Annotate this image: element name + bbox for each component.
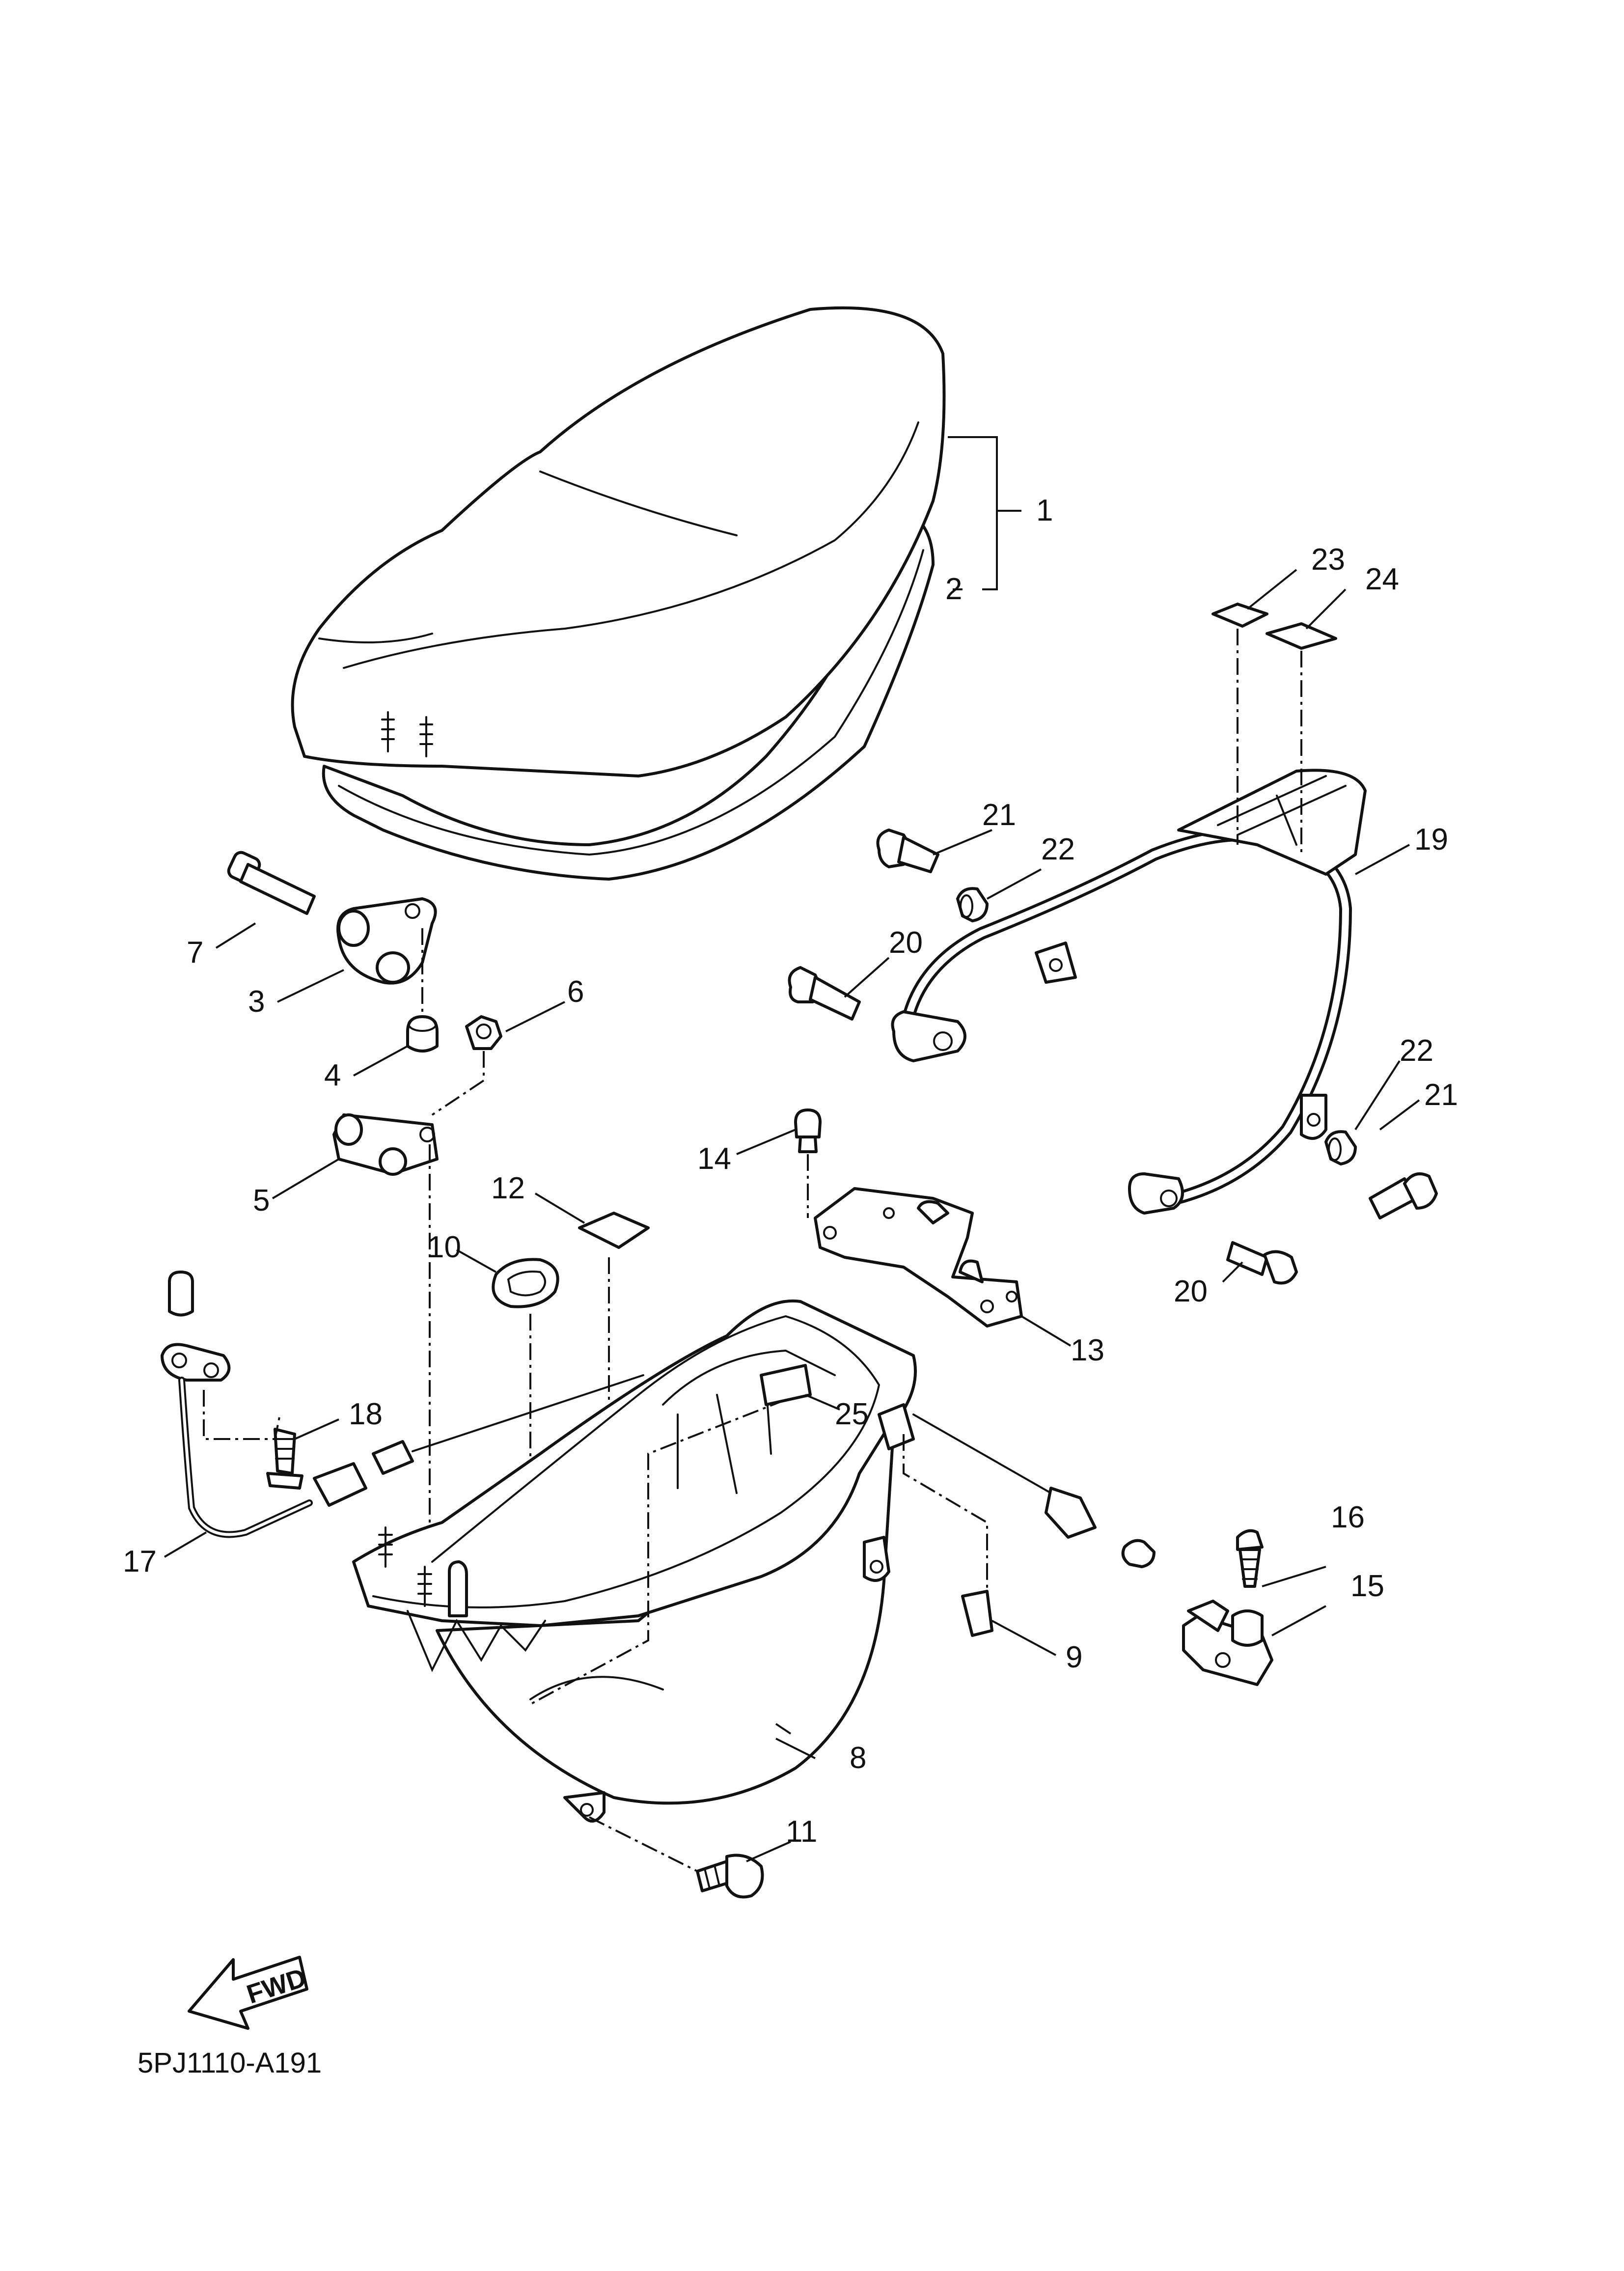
seat-studs <box>381 711 433 757</box>
callout-10: 10 <box>427 1230 461 1264</box>
callout-6: 6 <box>567 975 584 1009</box>
callout-11: 11 <box>786 1815 817 1849</box>
callout-19: 19 <box>1414 823 1448 857</box>
callout-16: 16 <box>1331 1500 1365 1534</box>
callout-1: 1 <box>1036 494 1053 527</box>
carrier-tab-rear <box>1300 1094 1327 1140</box>
carrier-rear-mount <box>1128 1172 1184 1215</box>
screw-18 <box>266 1428 303 1490</box>
callout-3: 3 <box>248 985 265 1019</box>
callout-14: 14 <box>697 1142 731 1176</box>
dash-bolt-11 <box>589 1816 698 1872</box>
collar-22-lower <box>1324 1130 1357 1165</box>
seat-hinge-3 <box>336 897 437 985</box>
bolt-21-lower <box>1369 1172 1438 1219</box>
hinge-bolt-7 <box>227 851 316 915</box>
callout-17: 17 <box>123 1545 157 1579</box>
callout-9: 9 <box>1066 1640 1082 1674</box>
damper-12 <box>578 1212 650 1249</box>
callout-23: 23 <box>1311 543 1345 577</box>
pad-23 <box>1211 603 1268 628</box>
carrier-front-mount <box>891 1010 966 1062</box>
dash-nut-6 <box>431 1051 485 1116</box>
seat-base <box>322 514 935 881</box>
cable-end-cap <box>168 1271 194 1317</box>
callout-2: 2 <box>945 572 962 606</box>
collar-22-upper <box>956 887 989 922</box>
callout-18: 18 <box>349 1397 383 1431</box>
clip-9 <box>961 1590 993 1637</box>
callout-5: 5 <box>253 1184 270 1218</box>
callout-13: 13 <box>1071 1333 1104 1367</box>
callout-25: 25 <box>835 1397 869 1431</box>
carrier-rack <box>1177 769 1367 876</box>
seat-seam-side <box>343 421 919 669</box>
callout-24: 24 <box>1365 562 1399 596</box>
callout-20-lower: 20 <box>1174 1274 1208 1308</box>
bolt-20-lower <box>1226 1241 1298 1285</box>
callout-12: 12 <box>491 1171 525 1205</box>
bolt-14 <box>794 1108 822 1153</box>
seat-assembly <box>291 306 946 881</box>
seat-cushion <box>291 306 946 777</box>
lock-cable-17 <box>161 1271 644 1538</box>
pad-24 <box>1266 622 1337 650</box>
box-side-lug <box>878 1403 915 1450</box>
box-floor <box>662 1349 836 1406</box>
callout-bracket-1-2 <box>948 436 1021 590</box>
grommet-10 <box>492 1258 559 1308</box>
nut-6 <box>465 1015 502 1050</box>
seat-lock-15 <box>1182 1600 1273 1686</box>
drawing-code: 5PJ1110-A191 <box>138 2047 322 2079</box>
seat-seam-rear <box>318 633 433 643</box>
callout-8: 8 <box>850 1741 866 1775</box>
callout-21-upper: 21 <box>982 798 1016 832</box>
bolt-21-upper <box>876 829 939 873</box>
box-inner-lip <box>372 1315 881 1608</box>
callout-4: 4 <box>324 1058 341 1092</box>
callout-22-upper: 22 <box>1041 832 1075 866</box>
box-studs <box>378 1526 468 1617</box>
box-front-tab <box>563 1791 606 1823</box>
dash-clip-9 <box>903 1434 988 1591</box>
box-ribs <box>407 1610 546 1672</box>
damper-25 <box>760 1364 812 1406</box>
bolt-11 <box>696 1854 764 1899</box>
dash-damper-25 <box>530 1399 786 1705</box>
callout-labels: 1 2 7 3 4 6 5 12 10 18 17 25 8 11 9 16 1… <box>123 494 1458 1849</box>
callout-22-lower: 22 <box>1400 1034 1433 1068</box>
seat-seam-front <box>539 471 738 536</box>
callout-15: 15 <box>1350 1569 1384 1603</box>
seat-base-rim <box>338 549 924 856</box>
box-rear-lug <box>863 1536 890 1582</box>
hinge-bracket-5 <box>332 1113 439 1176</box>
lock-cable-end <box>912 1413 1156 1568</box>
callout-20-upper: 20 <box>889 926 923 960</box>
callout-leaders <box>164 569 1420 1862</box>
dash-cable-bracket <box>203 1390 281 1440</box>
carrier-tab-mid <box>1035 942 1077 984</box>
screw-16 <box>1236 1529 1264 1588</box>
bolt-20-upper <box>788 966 861 1021</box>
fwd-arrow-icon: FWD <box>188 1956 310 2030</box>
box-crease <box>529 1676 664 1700</box>
callout-7: 7 <box>187 936 203 969</box>
collar-4 <box>406 1015 439 1052</box>
bracket-13 <box>814 1187 1023 1328</box>
callout-21-lower: 21 <box>1424 1078 1458 1112</box>
rear-carrier-19 <box>891 769 1367 1215</box>
